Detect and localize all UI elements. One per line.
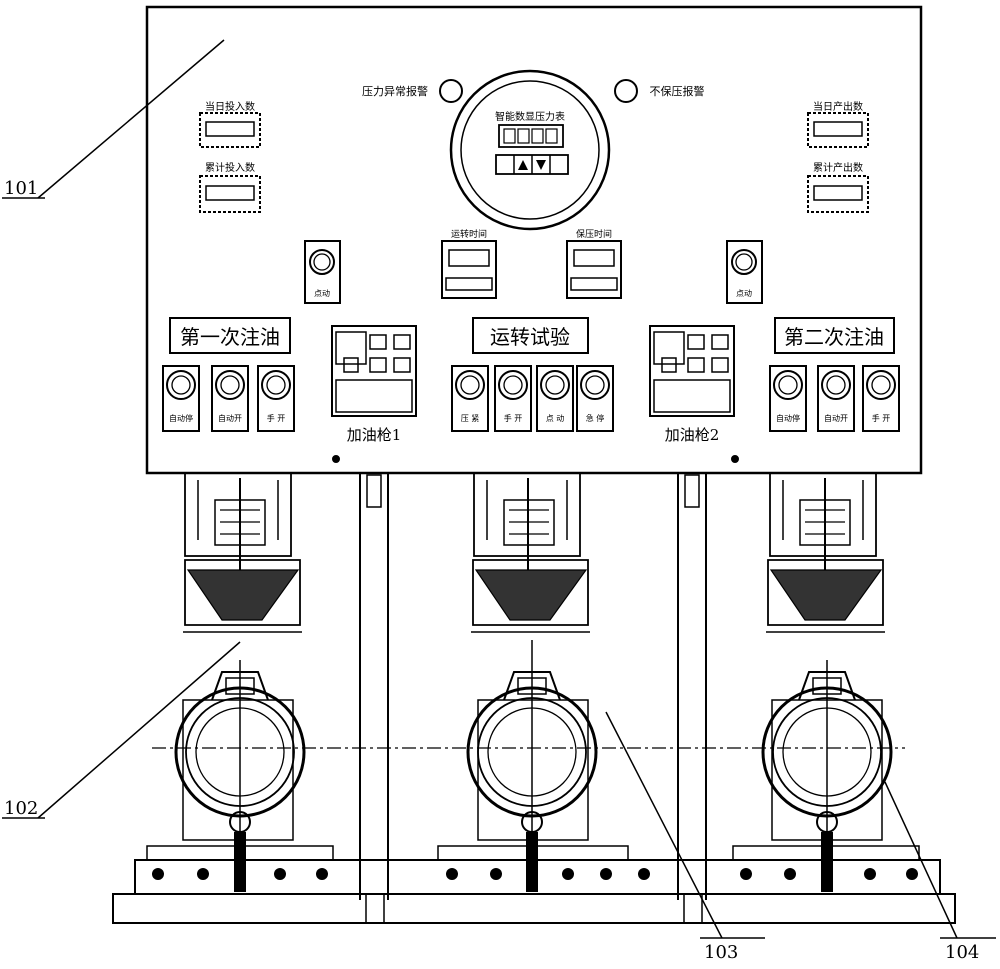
jog-left-label: 点动 bbox=[314, 288, 330, 298]
run-time-label: 运转时间 bbox=[451, 228, 487, 240]
day-output-counter bbox=[807, 112, 869, 148]
callout-103: 103 bbox=[704, 942, 738, 963]
first-fill-title: 第一次注油 bbox=[180, 325, 280, 349]
left-button-label: 自动停 bbox=[169, 413, 193, 423]
pressure-alarm-label: 压力异常报警 bbox=[362, 84, 428, 98]
pressure-gauge bbox=[449, 69, 611, 231]
workpiece-left bbox=[174, 660, 306, 892]
control-panel bbox=[145, 5, 923, 475]
leader-lines bbox=[2, 39, 996, 939]
total-output-counter bbox=[807, 175, 869, 213]
callout-101: 101 bbox=[4, 178, 38, 199]
total-input-label: 累计投入数 bbox=[205, 161, 255, 174]
first-fill-plate bbox=[169, 317, 291, 354]
right-button-label: 手 开 bbox=[872, 413, 891, 423]
right-button-label: 自动开 bbox=[824, 413, 848, 423]
gauge-title: 智能数显压力表 bbox=[495, 110, 565, 123]
gun2-controller bbox=[649, 325, 735, 417]
total-output-label: 累计产出数 bbox=[813, 161, 863, 174]
day-input-label: 当日投入数 bbox=[205, 100, 255, 113]
run-test-plate bbox=[472, 317, 589, 354]
jog-button-left bbox=[304, 240, 341, 304]
filling-head-right bbox=[766, 472, 885, 633]
second-fill-plate bbox=[774, 317, 895, 354]
mid-button-label: 手 开 bbox=[504, 413, 523, 423]
no-pressure-alarm-label: 不保压报警 bbox=[650, 84, 705, 98]
mid-button-label: 压 紧 bbox=[461, 414, 480, 423]
day-input-counter bbox=[199, 112, 261, 148]
hold-time-timer bbox=[566, 240, 622, 299]
machine-base bbox=[112, 845, 956, 924]
callout-104: 104 bbox=[945, 942, 979, 963]
pressure-alarm-lamp bbox=[439, 79, 463, 103]
mid-button-label: 点 动 bbox=[546, 413, 565, 423]
filling-head-mid bbox=[471, 472, 590, 633]
hold-time-label: 保压时间 bbox=[576, 228, 612, 240]
mid-button-group bbox=[451, 365, 614, 432]
right-button-group bbox=[769, 365, 900, 432]
jog-right-label: 点动 bbox=[736, 288, 752, 298]
run-time-timer bbox=[441, 240, 497, 299]
right-button-label: 自动停 bbox=[776, 413, 800, 423]
down-arrow-icon bbox=[536, 160, 546, 170]
gun1-controller bbox=[331, 325, 417, 417]
run-test-title: 运转试验 bbox=[490, 325, 570, 349]
second-fill-title: 第二次注油 bbox=[784, 325, 884, 349]
up-arrow-icon bbox=[518, 160, 528, 170]
left-button-label: 自动开 bbox=[218, 413, 242, 423]
mid-button-label: 急 停 bbox=[586, 413, 605, 423]
callout-102: 102 bbox=[4, 798, 38, 819]
filling-head-left bbox=[183, 472, 302, 633]
day-output-label: 当日产出数 bbox=[813, 100, 863, 113]
support-posts bbox=[359, 473, 707, 900]
workpiece-right bbox=[761, 660, 893, 892]
workpiece-mid bbox=[466, 640, 598, 892]
jog-button-right bbox=[726, 240, 763, 304]
left-button-group bbox=[162, 365, 295, 432]
base-bolts bbox=[152, 868, 918, 880]
gun1-label: 加油枪1 bbox=[347, 426, 402, 444]
no-pressure-alarm-lamp bbox=[614, 79, 638, 103]
left-button-label: 手 开 bbox=[267, 413, 286, 423]
gun2-label: 加油枪2 bbox=[665, 426, 720, 444]
total-input-counter bbox=[199, 175, 261, 213]
